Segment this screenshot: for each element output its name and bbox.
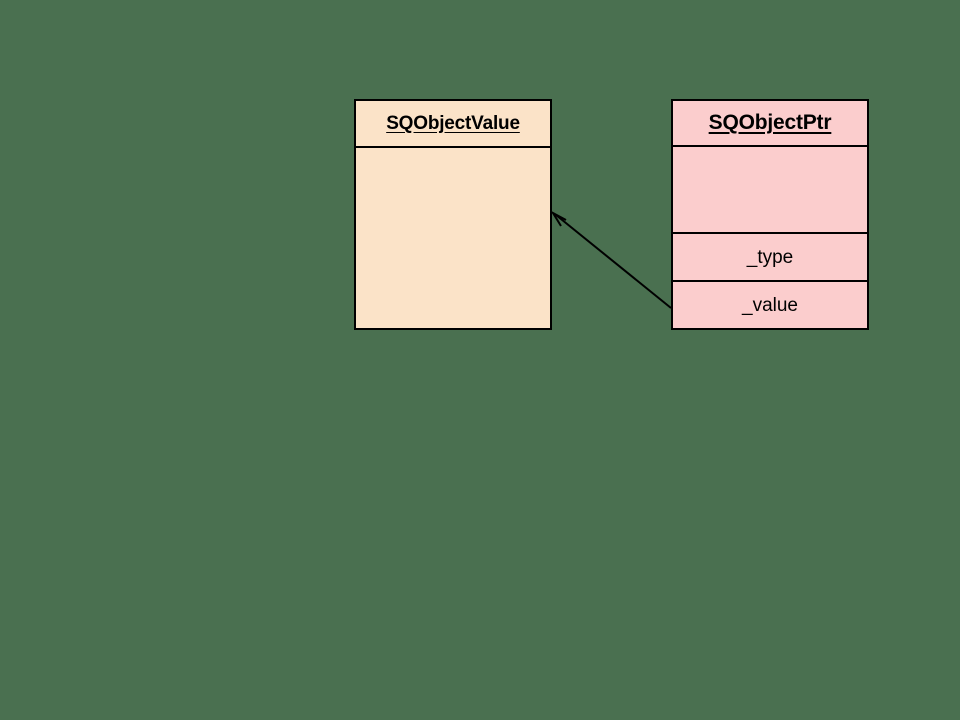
attribute-label: _value [742, 294, 798, 316]
class-operations-compartment-sqobjectptr [673, 147, 867, 232]
attribute-label: _type [746, 246, 794, 268]
class-attribute-row[interactable]: _value [673, 280, 867, 328]
class-box-sqobjectptr[interactable]: SQObjectPtr _type _value [671, 99, 869, 330]
class-attributes-compartment-sqobjectvalue [356, 148, 550, 328]
class-title-sqobjectvalue: SQObjectValue [356, 101, 550, 148]
class-title-sqobjectptr: SQObjectPtr [673, 101, 867, 147]
relation-ptr-to-value[interactable] [550, 210, 672, 309]
class-box-sqobjectvalue[interactable]: SQObjectValue [354, 99, 552, 330]
class-attribute-row[interactable]: _type [673, 232, 867, 280]
relation-arrowhead-icon [550, 210, 567, 227]
relation-line [555, 214, 672, 309]
